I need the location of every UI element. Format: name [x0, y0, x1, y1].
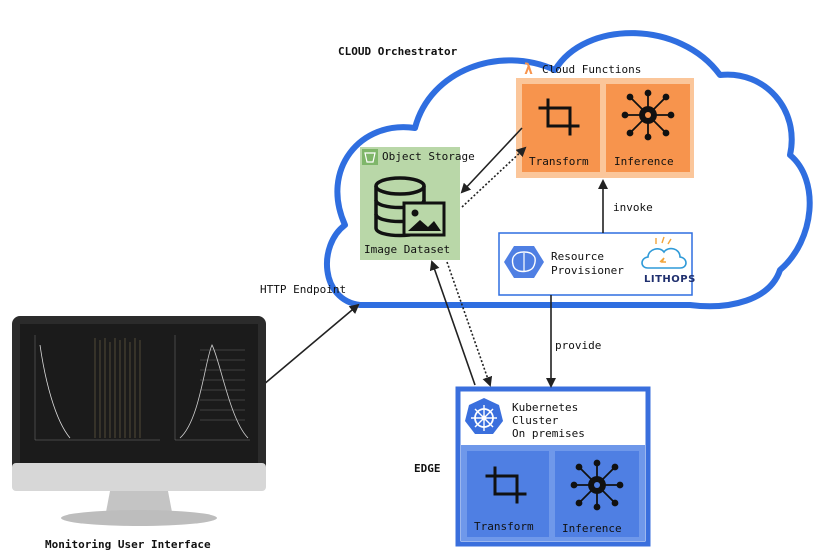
monitor-caption: Monitoring User Interface — [45, 538, 211, 551]
provisioner-label-line2: Provisioner — [551, 264, 624, 277]
kubernetes-line2: Cluster — [512, 414, 559, 427]
database-image-icon — [374, 176, 446, 238]
transform-tile — [522, 84, 600, 172]
invoke-label: invoke — [613, 201, 653, 214]
cloud-functions-title: Cloud Functions — [542, 63, 642, 76]
provide-label: provide — [555, 339, 602, 352]
object-storage-title: Object Storage — [382, 150, 475, 163]
http-endpoint-label: HTTP Endpoint — [260, 283, 347, 296]
kubernetes-icon — [465, 398, 503, 434]
arrow-storage-to-edge — [446, 261, 493, 387]
inference-network-icon — [621, 89, 675, 141]
edge-crop-icon — [485, 466, 527, 504]
kubernetes-line1: Kubernetes — [512, 401, 579, 414]
monitor-illustration — [12, 316, 266, 526]
edge-section-label: EDGE — [414, 462, 441, 475]
transform-label: Transform — [529, 155, 589, 168]
cloud-title: CLOUD Orchestrator — [338, 45, 458, 58]
kubernetes-line3: On premises — [512, 427, 585, 440]
provisioner-label-line1: Resource — [551, 250, 604, 263]
edge-transform-label: Transform — [474, 520, 534, 533]
image-dataset-label: Image Dataset — [364, 243, 451, 256]
brain-chip-icon — [504, 246, 544, 278]
edge-inference-network-icon — [570, 459, 624, 511]
inference-label: Inference — [614, 155, 674, 168]
crop-icon — [538, 98, 580, 136]
arrow-edge-to-storage — [429, 260, 476, 386]
arrow-functions-to-storage — [460, 127, 523, 194]
lambda-icon: λ — [524, 60, 534, 78]
lithops-logo-icon — [641, 236, 687, 269]
lithops-logo-text: LITHOPS — [644, 274, 696, 285]
bucket-icon — [362, 149, 378, 165]
edge-inference-label: Inference — [562, 522, 622, 535]
arrow-http — [262, 303, 360, 386]
